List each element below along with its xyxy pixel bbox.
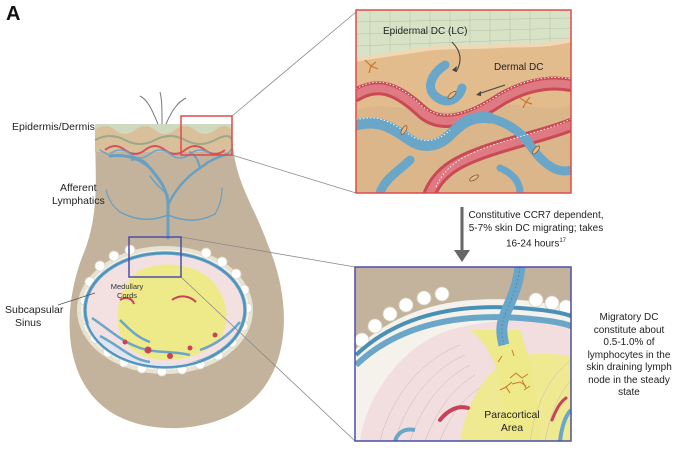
label-medullary: Medullary — [110, 282, 144, 291]
node-zoom-box-marker — [128, 236, 182, 278]
migratory-note-line4: lymphocytes in the — [587, 349, 671, 361]
migration-note: Constitutive CCR7 dependent, 5-7% skin D… — [466, 210, 606, 251]
subcapsular-leader — [57, 292, 96, 306]
node-zoom-border — [354, 266, 572, 442]
migratory-note-line1: Migratory DC — [599, 312, 659, 323]
label-epidermis-dermis: Epidermis/Dermis — [12, 121, 95, 133]
migratory-note-line7: state — [618, 387, 640, 398]
migratory-note-line3: 0.5-1.0% of — [603, 337, 655, 348]
afferent-lymphatic-tree — [99, 147, 233, 240]
migration-note-line3: 16-24 hours17 — [466, 235, 606, 251]
dendritic-cells-skin — [364, 59, 533, 109]
migration-note-hours: 16-24 hours — [505, 238, 560, 250]
migration-note-line2: 5-7% skin DC migrating; takes — [468, 222, 604, 234]
migratory-note-line5: skin draining lymph — [586, 362, 672, 373]
node-zoom-panel — [355, 267, 571, 441]
migration-arrow — [454, 207, 470, 262]
label-afferent: Afferent — [60, 182, 97, 194]
label-sinus: Sinus — [15, 317, 42, 329]
label-medullary-cords: Medullary Cords — [104, 282, 150, 300]
label-epidermal-dc: Epidermal DC (LC) — [383, 26, 468, 37]
migration-note-line1: Constitutive CCR7 dependent, — [468, 210, 604, 221]
paracortex-overview — [117, 264, 227, 361]
label-dermal-dc: Dermal DC — [494, 62, 544, 73]
skin-zoom-panel — [356, 10, 571, 193]
skin-zoom-border — [355, 9, 572, 194]
label-lymphatics: Lymphatics — [52, 195, 105, 207]
skin-zoom-box-marker — [180, 115, 233, 156]
label-cords: Cords — [116, 291, 137, 300]
migratory-dc-note: Migratory DC constitute about 0.5-1.0% o… — [580, 312, 678, 400]
label-paracortical: Paracortical — [484, 409, 540, 421]
migratory-note-line2: constitute about — [593, 324, 665, 336]
dendritic-cell-cluster — [497, 349, 531, 394]
lymph-node-overview — [77, 244, 253, 377]
label-area: Area — [500, 421, 524, 434]
migratory-note-line6: node in the steady — [588, 374, 670, 386]
migration-note-citation: 17 — [559, 238, 567, 244]
panel-letter: A — [6, 3, 21, 25]
label-subcapsular: Subcapsular — [5, 304, 64, 316]
label-paracortical-area: Paracortical Area — [477, 409, 547, 434]
zoom-connectors — [180, 11, 357, 442]
